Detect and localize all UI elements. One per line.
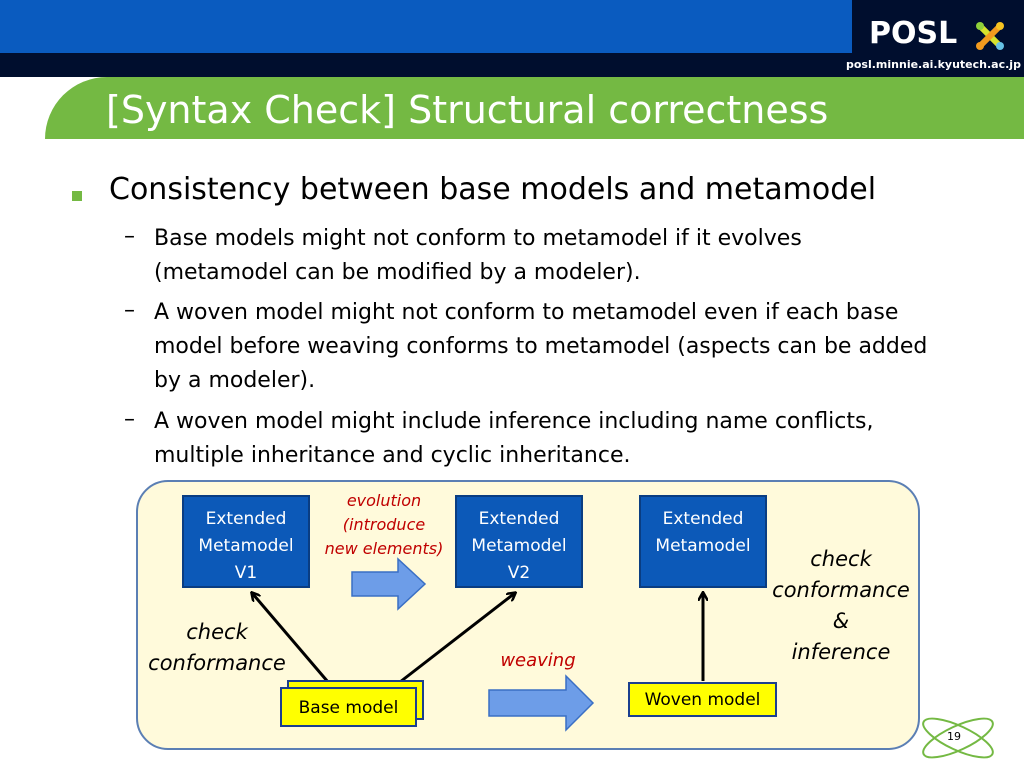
check-conformance-label-left: check conformance: [146, 617, 288, 679]
metamodel-v2-line-3: V2: [507, 563, 531, 583]
metamodel-v1-line-2: Metamodel: [198, 536, 294, 556]
bullet-marker: [72, 191, 82, 201]
check-right-line-2: conformance: [772, 578, 910, 602]
evolution-line-1: evolution: [346, 491, 422, 510]
check-right-line-3: &: [832, 609, 850, 633]
slide-title: [Syntax Check] Structural correctness: [106, 88, 829, 132]
conform-arrow-v1: [252, 593, 330, 683]
evolution-label: evolution (introduce new elements): [322, 489, 446, 561]
woven-model-box: Woven model: [628, 682, 777, 717]
base-model-box: Base model: [280, 687, 417, 727]
sub-bullet-2-line-1: A woven model might not conform to metam…: [154, 300, 899, 325]
evolution-line-3: new elements): [324, 539, 444, 558]
conform-arrow-v2: [399, 593, 515, 684]
weaving-arrow: [488, 674, 595, 732]
check-right-line-4: inference: [791, 640, 891, 664]
sub-bullet-2-line-3: by a modeler).: [154, 368, 316, 393]
posl-logo-text: POSL: [869, 16, 958, 51]
check-conformance-inference-label: check conformance & inference: [770, 544, 912, 668]
sub-bullet-1-line-1: Base models might not conform to metamod…: [154, 226, 802, 251]
sub-bullet-1: Base models might not conform to metamod…: [154, 222, 994, 290]
logo-url: posl.minnie.ai.kyutech.ac.jp: [846, 58, 1021, 71]
title-bar: [45, 77, 1024, 139]
sub-bullet-3-line-2: multiple inheritance and cyclic inherita…: [154, 443, 631, 468]
metamodel-v2-box: Extended Metamodel V2: [455, 495, 583, 588]
base-model-label: Base model: [298, 698, 399, 718]
weaving-label: weaving: [500, 650, 576, 671]
metamodel-v1-line-1: Extended: [205, 509, 287, 529]
woven-metamodel-line-1: Extended: [662, 509, 744, 529]
metamodel-v2-line-1: Extended: [478, 509, 560, 529]
dash-marker: –: [124, 298, 135, 323]
sub-bullet-3-line-1: A woven model might include inference in…: [154, 409, 874, 434]
sub-bullet-1-line-2: (metamodel can be modified by a modeler)…: [154, 260, 641, 285]
dash-marker: –: [124, 224, 135, 249]
metamodel-v2-line-2: Metamodel: [471, 536, 567, 556]
main-bullet: Consistency between base models and meta…: [109, 172, 877, 207]
metamodel-v1-box: Extended Metamodel V1: [182, 495, 310, 588]
check-left-line-2: conformance: [148, 651, 286, 675]
sub-bullet-2-line-2: model before weaving conforms to metamod…: [154, 334, 928, 359]
check-left-line-1: check: [186, 620, 248, 644]
woven-metamodel-line-2: Metamodel: [655, 536, 751, 556]
dash-marker: –: [124, 407, 135, 432]
check-right-line-1: check: [810, 547, 872, 571]
woven-metamodel-box: Extended Metamodel: [639, 495, 767, 588]
evolution-line-2: (introduce: [342, 515, 426, 534]
woven-model-label: Woven model: [644, 690, 761, 710]
evolution-arrow: [351, 557, 427, 611]
sub-bullet-3: A woven model might include inference in…: [154, 405, 994, 473]
page-number: 19: [947, 730, 961, 743]
metamodel-v1-line-3: V1: [234, 563, 258, 583]
posl-logo-icon: [976, 22, 1004, 50]
sub-bullet-2: A woven model might not conform to metam…: [154, 296, 994, 398]
